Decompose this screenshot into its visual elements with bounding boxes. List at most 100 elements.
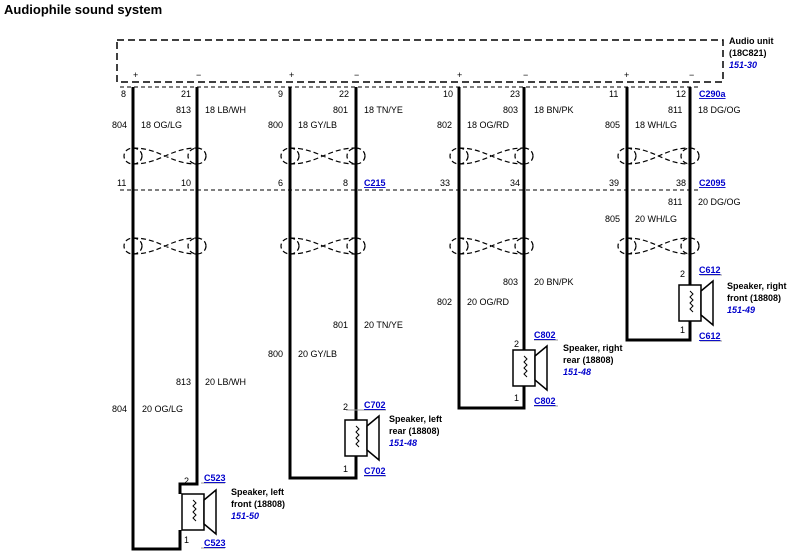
wire-spec: 18 TN/YE	[364, 105, 403, 115]
speaker-name: Speaker, right	[727, 281, 787, 291]
twisted-pair-symbol	[280, 147, 366, 165]
pin-number: 34	[510, 178, 520, 188]
speaker-part: rear (18808)	[563, 355, 614, 365]
twisted-pair-symbol	[123, 147, 207, 165]
polarity-mark: −	[523, 70, 528, 80]
wire-spec: 18 GY/LB	[298, 120, 337, 130]
pin-number: 33	[440, 178, 450, 188]
diagram-title: Audiophile sound system	[4, 2, 162, 17]
polarity-mark: −	[354, 70, 359, 80]
circuit-number: 811	[668, 105, 682, 115]
audio-unit-box	[116, 39, 724, 83]
circuit-number: 800	[268, 120, 283, 130]
wire-spec: 18 BN/PK	[534, 105, 574, 115]
audio-unit-ref-link[interactable]: 151-30	[729, 60, 757, 70]
speaker-right-front	[678, 274, 722, 342]
connector-c523-label[interactable]: C523	[204, 538, 226, 548]
circuit-number: 801	[333, 105, 348, 115]
twisted-pair-symbol	[617, 147, 700, 165]
pin-number: 2	[184, 476, 189, 486]
wire-spec: 20 OG/RD	[467, 297, 510, 307]
pin-number: 2	[514, 339, 519, 349]
wire-spec: 18 OG/RD	[467, 120, 510, 130]
speaker-ref-link[interactable]: 151-50	[231, 511, 259, 521]
circuit-number: 804	[112, 404, 127, 414]
twisted-pair-symbol	[449, 237, 534, 255]
wire-804	[131, 87, 182, 551]
speaker-ref-link[interactable]: 151-48	[563, 367, 591, 377]
pin-number: 9	[278, 89, 283, 99]
wire-spec: 20 BN/PK	[534, 277, 574, 287]
connector-c702-label[interactable]: C702	[364, 466, 386, 476]
pin-number: 8	[121, 89, 126, 99]
speaker-part: rear (18808)	[389, 426, 440, 436]
audio-unit-part-number: (18C821)	[729, 48, 767, 58]
circuit-number: 805	[605, 120, 620, 130]
wire-spec: 20 DG/OG	[698, 197, 741, 207]
twisted-pair-symbol	[617, 237, 700, 255]
pin-number: 23	[510, 89, 520, 99]
pin-number: 10	[443, 89, 453, 99]
connector-c523-label[interactable]: C523	[204, 473, 226, 483]
wire-spec: 20 WH/LG	[635, 214, 677, 224]
wire-800	[288, 87, 358, 480]
wire-spec: 20 OG/LG	[142, 404, 183, 414]
connector-c802-label[interactable]: C802	[534, 330, 556, 340]
speaker-name: Speaker, left	[389, 414, 442, 424]
connector-c215-label[interactable]: C215	[364, 178, 386, 188]
speaker-left-front	[178, 482, 225, 549]
circuit-number: 800	[268, 349, 283, 359]
pin-number: 11	[117, 178, 126, 188]
polarity-mark: +	[624, 70, 629, 80]
circuit-number: 805	[605, 214, 620, 224]
connector-c702-label[interactable]: C702	[364, 400, 386, 410]
connector-c802-label[interactable]: C802	[534, 396, 556, 406]
pin-number: 21	[181, 89, 191, 99]
twisted-pair-symbol	[123, 237, 207, 255]
circuit-number: 801	[333, 320, 348, 330]
pin-number: 38	[676, 178, 686, 188]
connector-c612-label[interactable]: C612	[699, 331, 721, 341]
polarity-mark: −	[689, 70, 694, 80]
circuit-number: 813	[176, 377, 191, 387]
speaker-ref-link[interactable]: 151-49	[727, 305, 755, 315]
pin-number: 39	[609, 178, 619, 188]
polarity-mark: +	[289, 70, 294, 80]
twisted-pair-symbol	[280, 237, 366, 255]
circuit-number: 803	[503, 277, 518, 287]
wire-spec: 20 TN/YE	[364, 320, 403, 330]
wire-spec: 20 LB/WH	[205, 377, 246, 387]
circuit-number: 811	[668, 197, 682, 207]
wire-spec: 18 DG/OG	[698, 105, 741, 115]
wire-spec: 20 GY/LB	[298, 349, 337, 359]
polarity-mark: +	[457, 70, 462, 80]
circuit-number: 802	[437, 297, 452, 307]
wire-805	[625, 87, 692, 342]
pin-number: 22	[339, 89, 349, 99]
pin-number: 10	[181, 178, 191, 188]
twisted-pair-symbol	[449, 147, 534, 165]
wire-spec: 18 WH/LG	[635, 120, 677, 130]
pin-number: 1	[343, 464, 348, 474]
circuit-number: 802	[437, 120, 452, 130]
connector-c290a-label[interactable]: C290a	[699, 89, 727, 99]
pin-number: 1	[514, 393, 519, 403]
speaker-part: front (18808)	[231, 499, 285, 509]
speaker-part: front (18808)	[727, 293, 781, 303]
circuit-number: 813	[176, 105, 191, 115]
speaker-left-rear	[344, 409, 386, 477]
connector-c612-label[interactable]: C612	[699, 265, 721, 275]
speaker-name: Speaker, right	[563, 343, 623, 353]
pin-number: 2	[680, 269, 685, 279]
pin-number: 2	[343, 402, 348, 412]
connector-c2095-label[interactable]: C2095	[699, 178, 726, 188]
pin-number: 12	[676, 89, 686, 99]
wire-spec: 18 OG/LG	[141, 120, 182, 130]
audio-unit-name: Audio unit	[729, 36, 774, 46]
pin-number: 1	[680, 325, 685, 335]
wire-spec: 18 LB/WH	[205, 105, 246, 115]
pin-number: 11	[609, 89, 618, 99]
speaker-ref-link[interactable]: 151-48	[389, 438, 417, 448]
circuit-number: 803	[503, 105, 518, 115]
